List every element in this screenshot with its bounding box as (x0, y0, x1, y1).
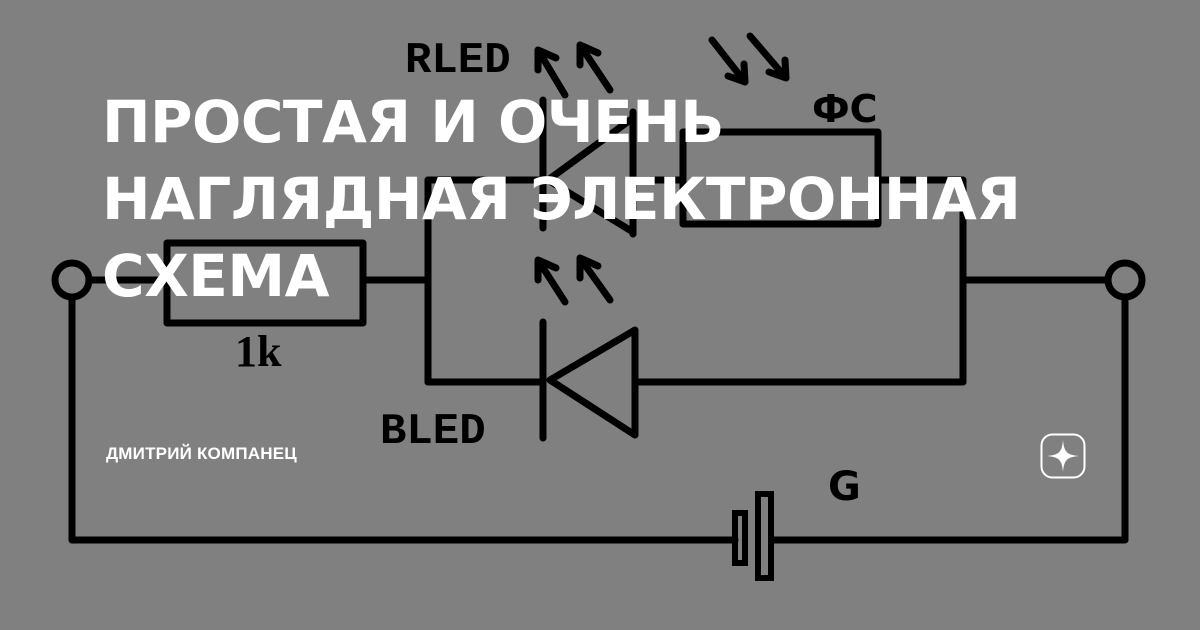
title-line: НАГЛЯДНАЯ ЭЛЕКТРОННАЯ (102, 165, 1021, 233)
right-terminal (1104, 259, 1146, 301)
dzen-star-icon[interactable] (1040, 433, 1086, 479)
arrows-photocell (708, 32, 790, 86)
label-bled: BLED (380, 407, 486, 457)
title-line: ПРОСТАЯ И ОЧЕНЬ (102, 88, 725, 156)
label-photocell: ФС (812, 87, 878, 131)
wire-left (85, 176, 432, 386)
title-line: СХЕМА (102, 242, 330, 310)
battery-short-plate (732, 510, 748, 566)
wire-right (874, 176, 1112, 386)
article-title[interactable]: ПРОСТАЯ И ОЧЕНЬ НАГЛЯДНАЯ ЭЛЕКТРОННАЯ СХ… (102, 84, 1102, 315)
label-resistor: 1k (235, 327, 282, 376)
author-name[interactable]: ДМИТРИЙ КОМПАНЕЦ (106, 444, 297, 463)
label-battery: G (828, 464, 861, 510)
label-rled: RLED (405, 36, 511, 86)
arrows-bled (534, 254, 614, 306)
wire-bottom (68, 293, 1129, 544)
rled (424, 96, 687, 238)
battery-long-plate (755, 491, 774, 581)
bled (424, 318, 967, 442)
resistor (163, 239, 367, 327)
arrows-rled (534, 41, 614, 99)
left-terminal (51, 259, 93, 301)
